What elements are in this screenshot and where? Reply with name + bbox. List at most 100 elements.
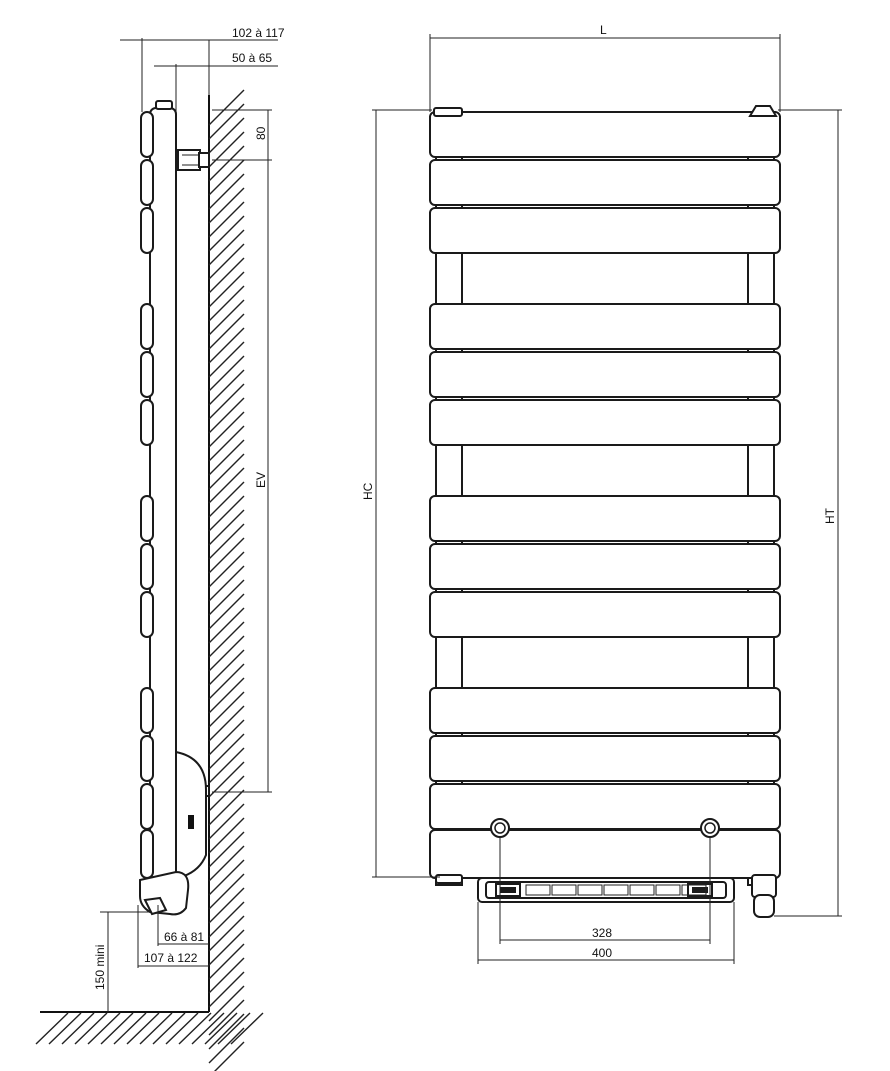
hatch-line (204, 1012, 238, 1045)
hatch-line (208, 299, 245, 336)
hatch-line (208, 747, 245, 784)
grille-slot (655, 884, 681, 896)
hatch-line (74, 1012, 108, 1045)
radiator-side-profile (139, 100, 210, 916)
top-wall-bracket (177, 149, 210, 171)
panel (429, 783, 781, 830)
hatch-line (208, 131, 245, 168)
side-fin (140, 303, 154, 350)
hatch-line (208, 789, 245, 826)
hatch-line (208, 495, 245, 532)
grille-slot (551, 884, 577, 896)
hatch-line (178, 1012, 212, 1045)
panel (429, 351, 781, 398)
side-fin (140, 111, 154, 158)
heater-switch (188, 815, 194, 829)
hatch-line (208, 327, 245, 364)
side-fin (140, 687, 154, 734)
grille-slot (681, 884, 707, 896)
front-top-cap-left (433, 107, 463, 117)
hatch-line (217, 1012, 251, 1045)
side-fin (140, 783, 154, 830)
hatch-line (48, 1012, 82, 1045)
side-fin (140, 399, 154, 446)
dim-400-label: 400 (592, 946, 612, 960)
panel (429, 303, 781, 350)
panel (429, 399, 781, 446)
hatch-line (113, 1012, 147, 1045)
dim-floor-label: 150 mini (93, 945, 107, 990)
hatch-line (230, 1012, 264, 1045)
hatch-line (35, 1012, 69, 1045)
horizontal-panels (429, 111, 781, 879)
panel (429, 735, 781, 782)
hatch-line (208, 733, 245, 770)
hatch-line (208, 411, 245, 448)
hatch-line (208, 453, 245, 490)
hatch-line (165, 1012, 199, 1045)
hatch-line (208, 467, 245, 504)
floor-hatching (35, 1012, 264, 1045)
hatch-line (208, 551, 245, 588)
dim-top-outer-label: 102 à 117 (232, 26, 285, 40)
hatch-line (139, 1012, 173, 1045)
grille-slot (577, 884, 603, 896)
hatch-line (191, 1012, 225, 1045)
top-cap (155, 100, 173, 110)
hatch-line (208, 663, 245, 700)
hatch-line (208, 1013, 245, 1050)
dim-width-label: L (600, 23, 607, 37)
front-top-cap-right (748, 105, 778, 117)
hatch-line (208, 845, 245, 882)
hatch-line (208, 145, 245, 182)
panel (429, 207, 781, 254)
hatch-line (208, 691, 245, 728)
hatch-line (208, 271, 245, 308)
hatch-line (208, 677, 245, 714)
hatch-line (208, 355, 245, 392)
hatch-line (208, 775, 245, 812)
wall (35, 89, 264, 1071)
hatch-line (208, 719, 245, 756)
hatch-line (208, 481, 245, 518)
side-view: 102 à 117 50 à 65 80 EV 66 à 81 107 à 12… (35, 26, 285, 1071)
dim-hc-label: HC (361, 482, 375, 500)
dim-bottom-outer-label: 107 à 122 (144, 951, 198, 965)
dim-80-label: 80 (254, 126, 268, 140)
front-foot-left (435, 874, 463, 884)
hatch-line (208, 831, 245, 868)
hatch-line (208, 1027, 245, 1064)
hatch-line (208, 915, 245, 952)
hatch-line (208, 705, 245, 742)
side-dimensions: 102 à 117 50 à 65 80 EV 66 à 81 107 à 12… (93, 26, 285, 1012)
side-fin (140, 207, 154, 254)
dim-bottom-inner-label: 66 à 81 (164, 930, 204, 944)
hatch-line (208, 901, 245, 938)
hatch-line (208, 439, 245, 476)
hatch-line (208, 117, 245, 154)
grille-slot (603, 884, 629, 896)
hatch-line (208, 425, 245, 462)
hatch-line (208, 285, 245, 322)
control-box (477, 877, 735, 903)
wall-hatching (208, 89, 245, 1071)
hatch-line (152, 1012, 186, 1045)
side-fins (140, 111, 154, 879)
hatch-line (208, 565, 245, 602)
grille-slot (629, 884, 655, 896)
hatch-line (208, 509, 245, 546)
hatch-line (208, 971, 245, 1008)
hatch-line (208, 859, 245, 896)
hatch-line (126, 1012, 160, 1045)
side-fin (140, 495, 154, 542)
hatch-line (208, 607, 245, 644)
bottom-fixing-points (490, 818, 720, 838)
hatch-line (61, 1012, 95, 1045)
panel (429, 543, 781, 590)
heater-housing (175, 750, 207, 877)
hatch-line (208, 873, 245, 910)
front-foot-right (751, 874, 777, 918)
side-fin (140, 159, 154, 206)
hatch-line (208, 523, 245, 560)
